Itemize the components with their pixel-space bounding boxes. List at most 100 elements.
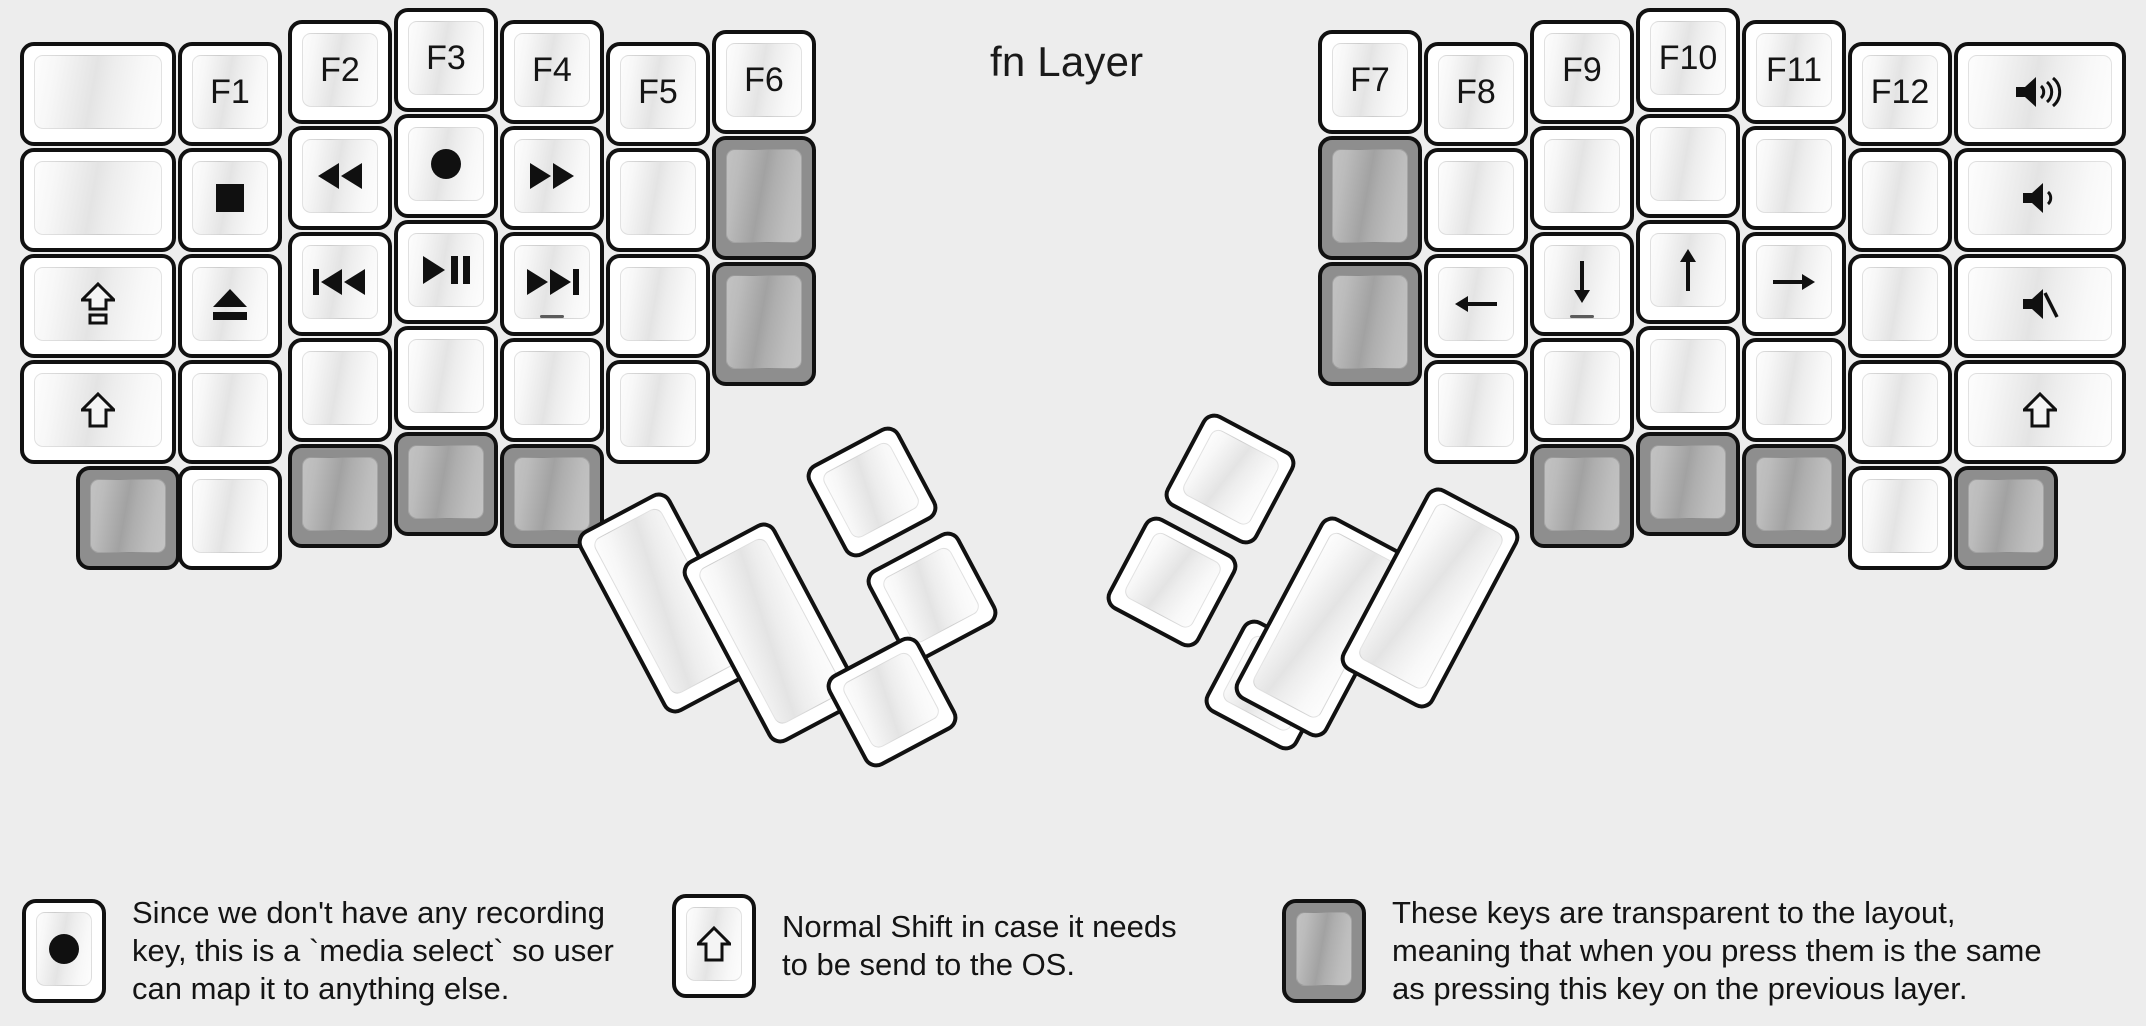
right-col-f9-key-2[interactable] xyxy=(1530,126,1634,230)
right-col-f10-key-2[interactable] xyxy=(1636,114,1740,218)
right-col-outer-key-5[interactable] xyxy=(1954,466,2058,570)
left-col-outer-key-3[interactable] xyxy=(20,254,176,358)
right-col-outer-key-4[interactable] xyxy=(1954,360,2126,464)
left-col-f4-key-4[interactable] xyxy=(500,338,604,442)
keycap-surface xyxy=(620,373,696,447)
left-col-f1-key-4[interactable] xyxy=(178,360,282,464)
right-col-f11-key-5[interactable] xyxy=(1742,444,1846,548)
left-col-outer-key-4[interactable] xyxy=(20,360,176,464)
right-col-f8-key-4[interactable] xyxy=(1424,360,1528,464)
keycap-surface xyxy=(514,457,590,531)
left-col-f3-key-1[interactable]: F3 xyxy=(394,8,498,112)
keycap-surface xyxy=(302,351,378,425)
legend-key-2 xyxy=(672,894,756,998)
right-col-outer-key-2[interactable] xyxy=(1954,148,2126,252)
right-col-f9-key-1[interactable]: F9 xyxy=(1530,20,1634,124)
left-col-f5-key-4[interactable] xyxy=(606,360,710,464)
right-col-outer-key-1[interactable] xyxy=(1954,42,2126,146)
keycap-surface xyxy=(34,55,162,129)
left-thumb-small-2[interactable] xyxy=(861,526,1003,668)
left-col-f1-key-2[interactable] xyxy=(178,148,282,252)
keycap-surface xyxy=(1544,457,1620,531)
left-col-f3-key-3[interactable] xyxy=(394,220,498,324)
homing-bar xyxy=(1570,315,1594,318)
key-label: F6 xyxy=(744,61,784,99)
legend-text-3: These keys are transparent to the layout… xyxy=(1392,895,2042,1006)
left-col-f2-key-3[interactable] xyxy=(288,232,392,336)
stop-icon xyxy=(215,183,245,213)
right-col-f12-key-2[interactable] xyxy=(1848,148,1952,252)
left-col-f3-key-2[interactable] xyxy=(394,114,498,218)
keycap-surface: F12 xyxy=(1862,55,1938,129)
right-col-f12-key-5[interactable] xyxy=(1848,466,1952,570)
right-col-f9-key-5[interactable] xyxy=(1530,444,1634,548)
keycap-surface xyxy=(192,161,268,235)
right-col-f8-key-3[interactable] xyxy=(1424,254,1528,358)
shift-icon xyxy=(81,392,115,428)
keycap-surface xyxy=(192,267,268,341)
right-col-f11-key-1[interactable]: F11 xyxy=(1742,20,1846,124)
right-col-f8-key-1[interactable]: F8 xyxy=(1424,42,1528,146)
left-col-f4-key-1[interactable]: F4 xyxy=(500,20,604,124)
keycap-surface xyxy=(726,149,802,243)
right-col-f10-key-4[interactable] xyxy=(1636,326,1740,430)
key-label: F1 xyxy=(210,73,250,111)
right-col-f10-key-5[interactable] xyxy=(1636,432,1740,536)
left-col-f3-key-4[interactable] xyxy=(394,326,498,430)
right-col-f12-key-1[interactable]: F12 xyxy=(1848,42,1952,146)
legend-text-1: Since we don't have any recording key, t… xyxy=(132,895,614,1006)
left-col-f2-key-5[interactable] xyxy=(288,444,392,548)
keycap-surface xyxy=(1650,233,1726,307)
right-col-f10-key-3[interactable] xyxy=(1636,220,1740,324)
left-thumb-small-1[interactable] xyxy=(801,421,943,563)
record-icon xyxy=(47,932,81,966)
left-thumb-small-3[interactable] xyxy=(821,631,963,773)
left-col-f1-key-5[interactable] xyxy=(178,466,282,570)
right-col-f11-key-3[interactable] xyxy=(1742,232,1846,336)
right-col-f7-key-3[interactable] xyxy=(1318,262,1422,386)
left-col-f4-key-2[interactable] xyxy=(500,126,604,230)
left-col-f1-key-3[interactable] xyxy=(178,254,282,358)
left-col-f1-key-1[interactable]: F1 xyxy=(178,42,282,146)
keycap-surface: F7 xyxy=(1332,43,1408,117)
keycap-surface xyxy=(620,267,696,341)
right-col-f12-key-4[interactable] xyxy=(1848,360,1952,464)
key-label: F5 xyxy=(638,73,678,111)
key-label: F9 xyxy=(1562,51,1602,89)
keycap-surface xyxy=(34,373,162,447)
shift-icon xyxy=(697,926,731,962)
keycap-surface xyxy=(1356,500,1506,692)
left-col-f4-key-3[interactable] xyxy=(500,232,604,336)
right-col-f10-key-1[interactable]: F10 xyxy=(1636,8,1740,112)
left-col-f6-key-1[interactable]: F6 xyxy=(712,30,816,134)
right-col-f11-key-4[interactable] xyxy=(1742,338,1846,442)
right-col-f7-key-2[interactable] xyxy=(1318,136,1422,260)
left-col-f2-key-4[interactable] xyxy=(288,338,392,442)
keycap-surface xyxy=(1332,149,1408,243)
left-col-f2-key-2[interactable] xyxy=(288,126,392,230)
right-col-f9-key-4[interactable] xyxy=(1530,338,1634,442)
next-track-icon xyxy=(525,267,579,297)
right-col-f11-key-2[interactable] xyxy=(1742,126,1846,230)
left-col-f5-key-2[interactable] xyxy=(606,148,710,252)
right-col-f12-key-3[interactable] xyxy=(1848,254,1952,358)
right-col-f7-key-1[interactable]: F7 xyxy=(1318,30,1422,134)
keycap-surface: F5 xyxy=(620,55,696,129)
right-col-f8-key-2[interactable] xyxy=(1424,148,1528,252)
right-col-f9-key-3[interactable] xyxy=(1530,232,1634,336)
left-col-f3-key-5[interactable] xyxy=(394,432,498,536)
left-col-f5-key-1[interactable]: F5 xyxy=(606,42,710,146)
left-col-outer-key-1[interactable] xyxy=(20,42,176,146)
arrow-left-icon xyxy=(1454,290,1498,318)
left-col-outer-key-5[interactable] xyxy=(76,466,180,570)
keycap-surface xyxy=(408,339,484,413)
left-col-f6-key-2[interactable] xyxy=(712,136,816,260)
keycap-surface: F1 xyxy=(192,55,268,129)
keycap-surface xyxy=(1438,161,1514,235)
left-col-f6-key-3[interactable] xyxy=(712,262,816,386)
left-col-outer-key-2[interactable] xyxy=(20,148,176,252)
keycap-surface xyxy=(1968,267,2112,341)
left-col-f2-key-1[interactable]: F2 xyxy=(288,20,392,124)
left-col-f5-key-3[interactable] xyxy=(606,254,710,358)
right-col-outer-key-3[interactable] xyxy=(1954,254,2126,358)
